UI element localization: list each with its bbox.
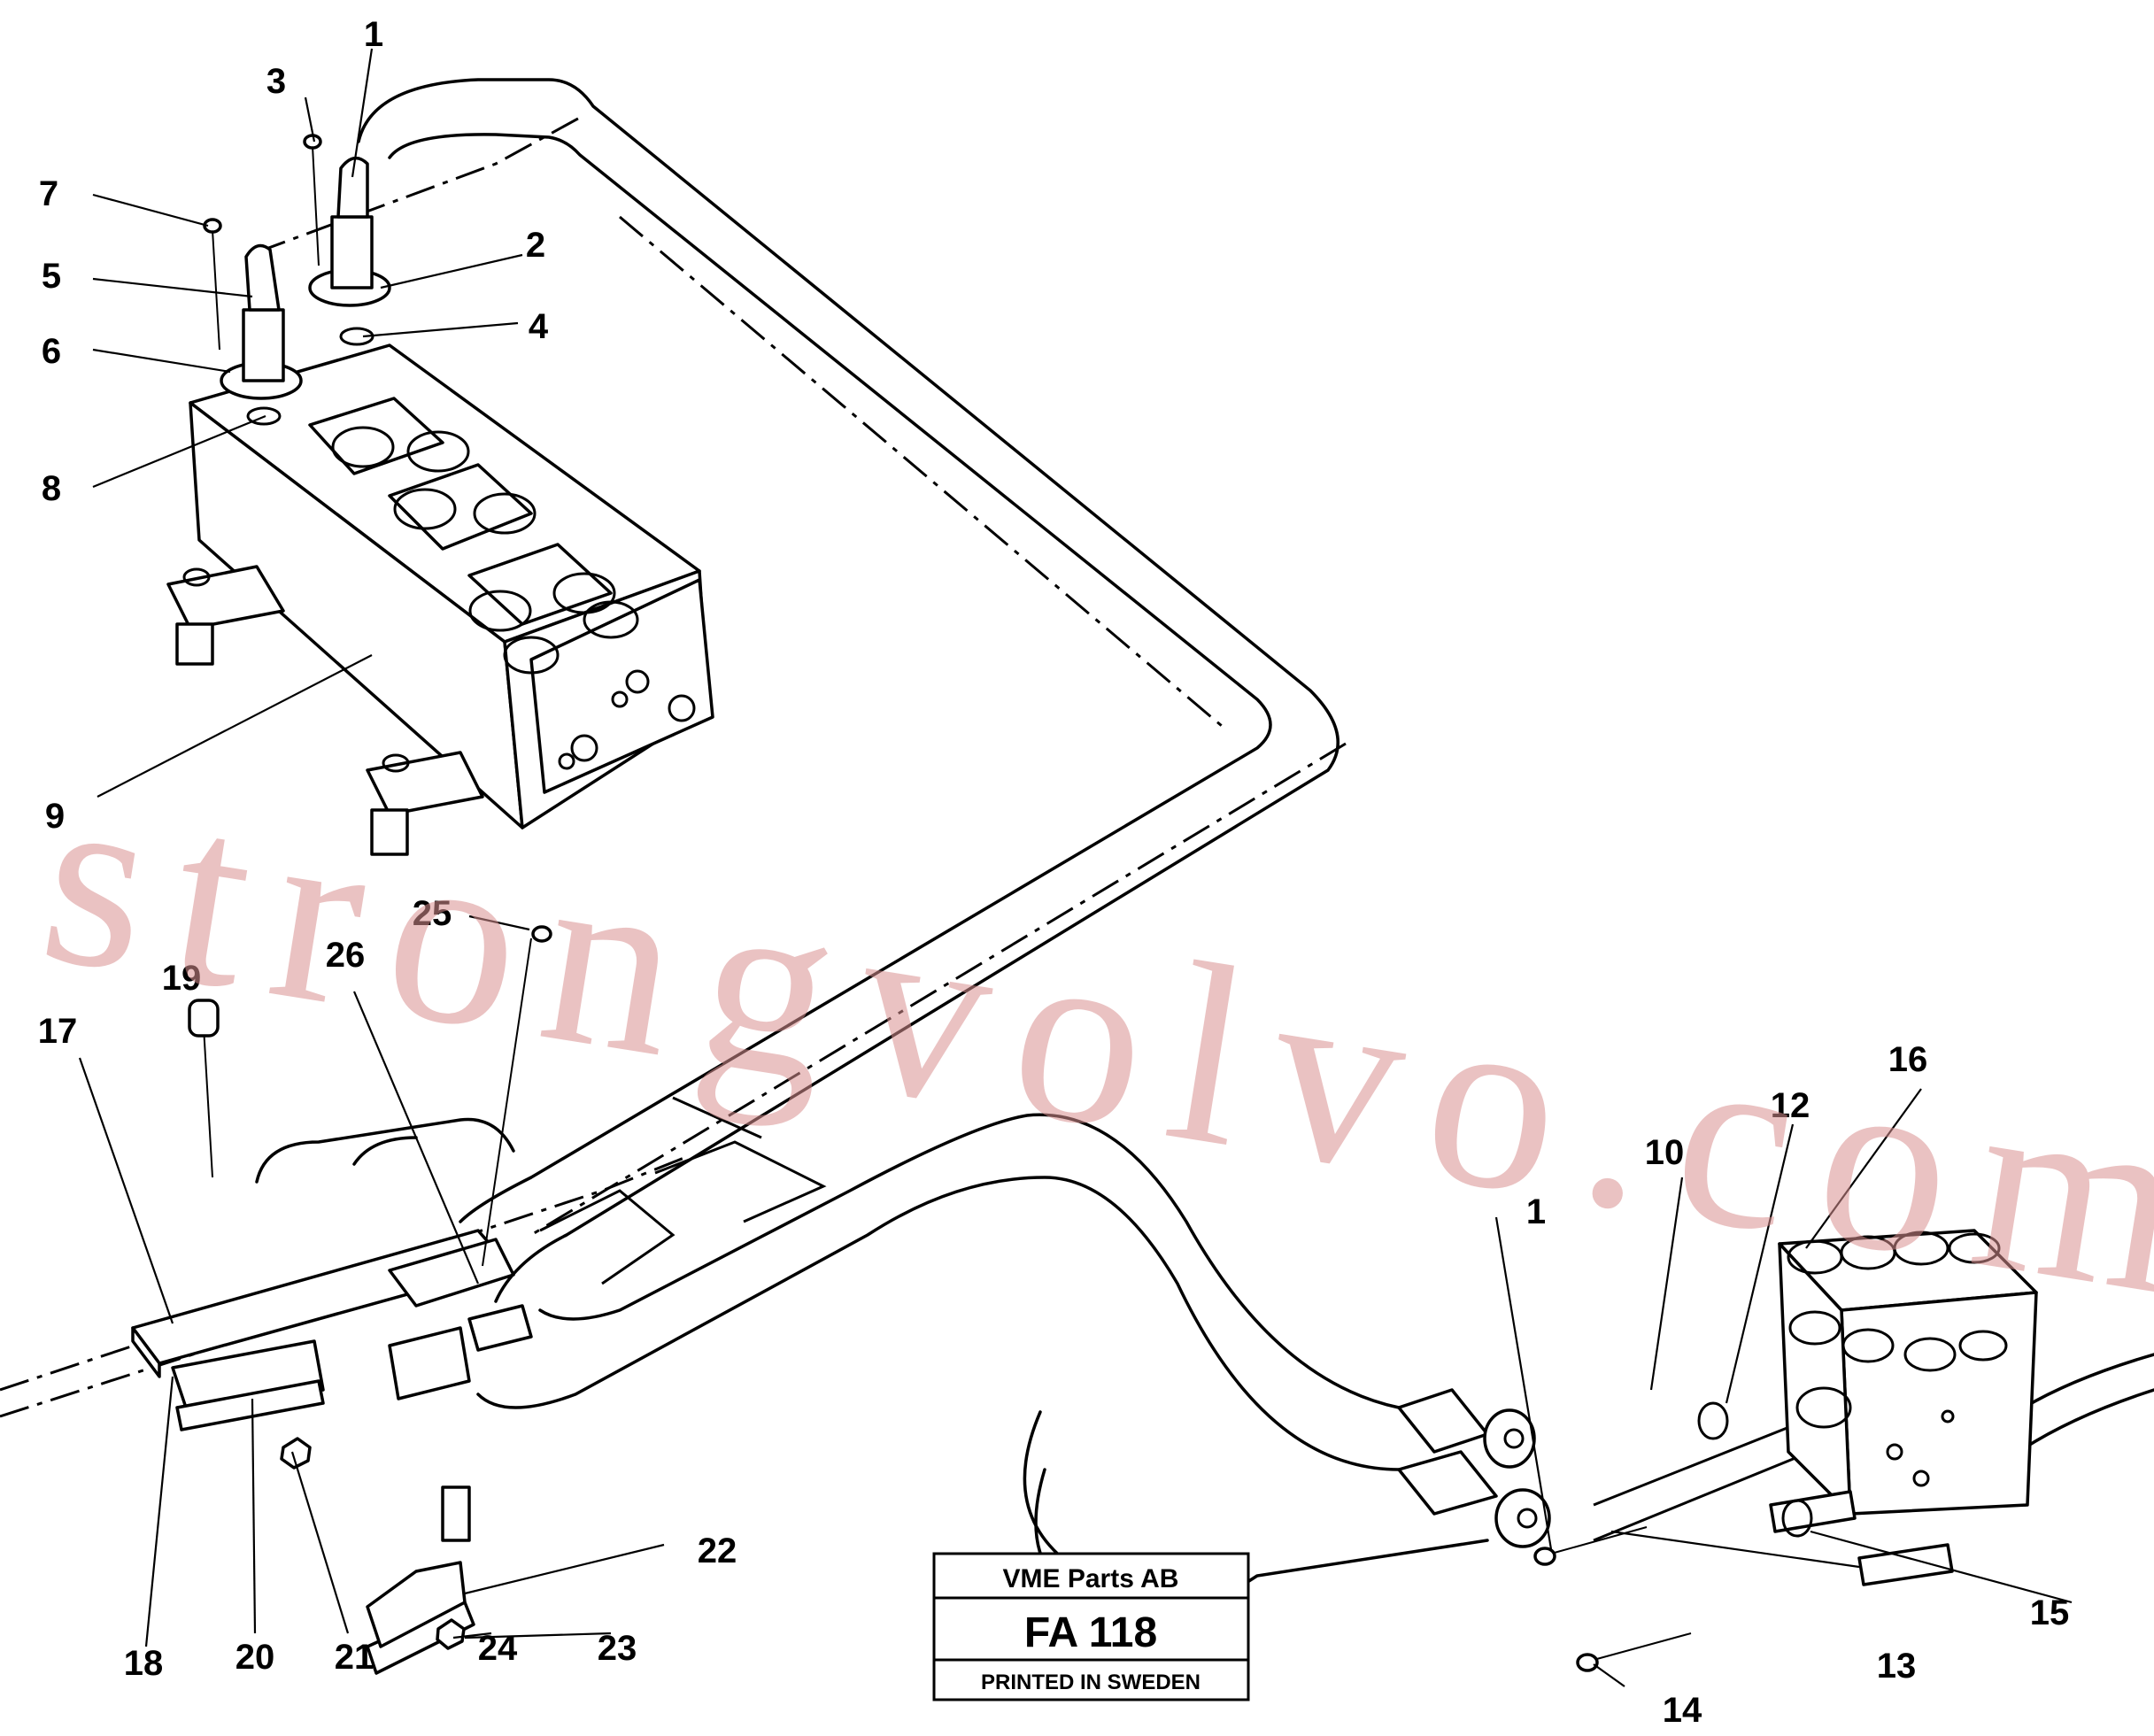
- callout-18: 18: [124, 1644, 164, 1683]
- title-block-drawing-number: FA 118: [1024, 1609, 1157, 1656]
- end-plate-ports: [558, 669, 696, 770]
- callout-1-top: 1: [364, 15, 383, 54]
- callout-9: 9: [45, 797, 65, 836]
- callout-1-lower: 1: [1526, 1192, 1546, 1231]
- callout-12: 12: [1771, 1086, 1810, 1125]
- callout-26: 26: [326, 936, 366, 975]
- title-block: VME Parts AB FA 118 PRINTED IN SWEDEN: [932, 1552, 1250, 1701]
- callout-17: 17: [38, 1012, 78, 1051]
- leader-lines: [78, 48, 2073, 1687]
- hose-end-fittings: [1397, 1388, 1813, 1672]
- callout-13: 13: [1877, 1647, 1917, 1686]
- callout-16: 16: [1888, 1040, 1928, 1079]
- right-valve-block: [1769, 1229, 2038, 1586]
- watermark-text: strongvolvo.com: [27, 730, 2154, 1353]
- callout-6: 6: [42, 332, 61, 371]
- pedal-bracket-assembly: [131, 925, 552, 1675]
- callout-numbers: 1 2 3 4 5 6 7 8 9 10 12 1 13 14 15 16 17…: [38, 15, 2070, 1730]
- title-block-printed: PRINTED IN SWEDEN: [981, 1670, 1201, 1694]
- control-valve-block: [166, 343, 714, 856]
- callout-7: 7: [39, 174, 58, 213]
- callout-22: 22: [698, 1532, 737, 1570]
- callout-14: 14: [1663, 1691, 1702, 1730]
- callout-5: 5: [42, 257, 61, 296]
- cap-fittings: [203, 134, 391, 426]
- callout-3: 3: [266, 62, 286, 101]
- callout-4: 4: [529, 307, 549, 346]
- callout-15: 15: [2030, 1593, 2070, 1632]
- callout-24: 24: [478, 1629, 518, 1668]
- callout-25: 25: [413, 894, 452, 933]
- valve-couplings: [331, 426, 639, 675]
- callout-21: 21: [335, 1638, 374, 1677]
- mount-brackets: [166, 565, 484, 856]
- callout-23: 23: [598, 1629, 637, 1668]
- title-block-company: VME Parts AB: [1003, 1564, 1179, 1593]
- callout-19: 19: [162, 959, 202, 998]
- callout-2: 2: [526, 226, 545, 265]
- callout-20: 20: [235, 1638, 275, 1677]
- callout-8: 8: [42, 469, 61, 508]
- callout-10: 10: [1645, 1133, 1685, 1172]
